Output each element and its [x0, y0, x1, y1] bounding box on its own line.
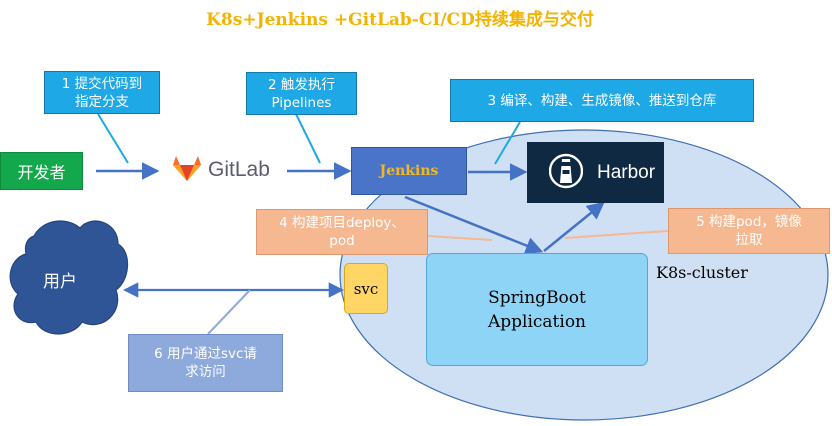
harbor-node: Harbor [527, 142, 664, 203]
callout-step5-line1: 5 构建pod，镜像 [696, 214, 802, 230]
k8s-cluster-label: K8s-cluster [656, 263, 748, 282]
gitlab-label: GitLab [208, 158, 270, 181]
developer-node: 开发者 [0, 152, 83, 190]
callout-step2: 2 触发执行 Pipelines [246, 72, 357, 115]
callout-step4-line2: pod [329, 233, 355, 249]
callout-step2-line2: Pipelines [271, 94, 332, 111]
arrow-app-to-harbor [543, 201, 605, 252]
callout-step2-line1: 2 触发执行 [268, 76, 335, 93]
connector-step3 [494, 121, 521, 165]
callout-step1: 1 提交代码到 指定分支 [44, 71, 160, 114]
lighthouse-icon [548, 152, 584, 194]
callout-step3: 3 编译、构建、生成镜像、推送到仓库 [450, 79, 754, 122]
app-label-line1: SpringBoot [488, 287, 586, 308]
connector-step6 [207, 289, 251, 335]
callout-step6: 6 用户通过svc请 求访问 [128, 334, 283, 392]
jenkins-label: Jenkins [379, 163, 439, 179]
user-label: 用户 [43, 272, 77, 292]
springboot-app-node: SpringBoot Application [426, 253, 648, 366]
gitlab-node: GitLab [160, 145, 285, 195]
callout-step5-line2: 拉取 [735, 232, 763, 248]
svc-label: svc [353, 279, 379, 298]
arrow-jenkins-to-app [404, 195, 544, 254]
callout-step1-line2: 指定分支 [74, 93, 129, 110]
developer-label: 开发者 [17, 163, 66, 182]
connector-step4 [427, 235, 493, 241]
callout-step6-line2: 求访问 [185, 364, 226, 380]
app-label-line2: Application [487, 311, 587, 332]
connector-step2 [295, 113, 321, 164]
connector-step1 [97, 113, 129, 164]
svc-node: svc [344, 263, 388, 314]
callout-step6-line1: 6 用户通过svc请 [154, 346, 257, 362]
callout-step4: 4 构建项目deploy、 pod [256, 209, 428, 255]
callout-step3-text: 3 编译、构建、生成镜像、推送到仓库 [487, 92, 717, 109]
callout-step5: 5 构建pod，镜像 拉取 [668, 208, 830, 254]
callout-step1-line1: 1 提交代码到 [61, 75, 143, 92]
harbor-label: Harbor [597, 161, 656, 183]
callout-step4-line1: 4 构建项目deploy、 [279, 215, 405, 231]
diagram-title: K8s+Jenkins +GitLab-CI/CD持续集成与交付 [206, 10, 594, 30]
user-cloud [9, 220, 129, 335]
jenkins-node: Jenkins [351, 147, 467, 195]
gitlab-fox-icon [172, 154, 202, 186]
connector-step5 [564, 230, 669, 239]
